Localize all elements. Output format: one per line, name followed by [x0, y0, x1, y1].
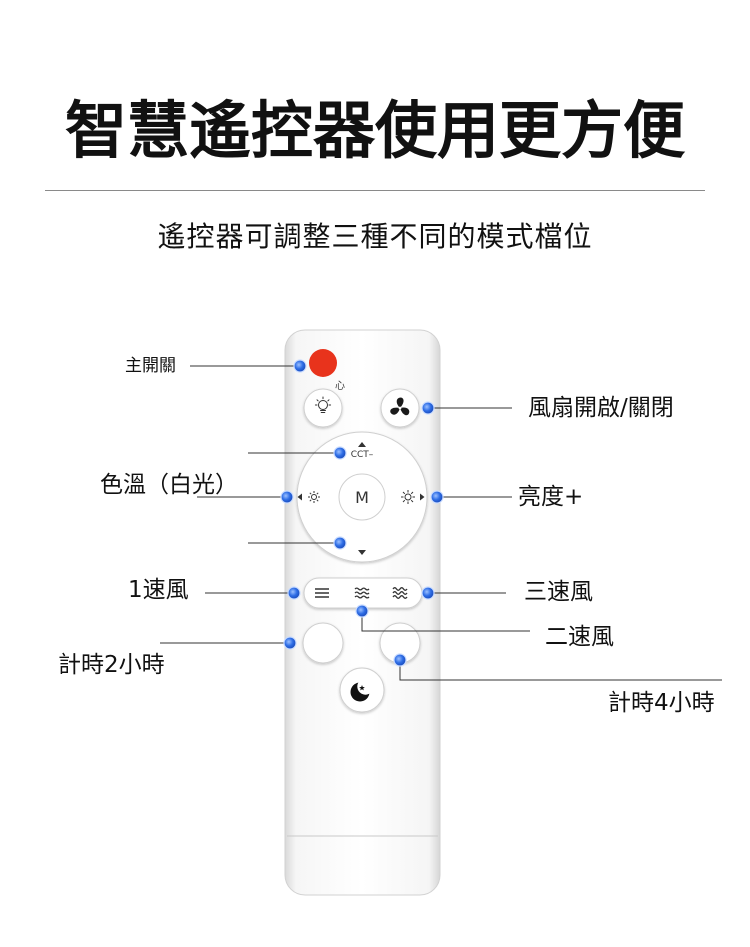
callout-label-speed-3: 三速風	[524, 579, 593, 605]
timer-2h-button	[302, 622, 344, 664]
callout-line-timer-4h	[399, 660, 722, 681]
mode-button-label: M	[355, 488, 369, 507]
speed-bar	[303, 577, 423, 609]
brightness-up-rays	[401, 490, 415, 504]
speed-low-lines-icon	[315, 588, 329, 598]
sleep-button	[339, 667, 385, 713]
callout-dots	[280, 359, 444, 667]
callout-dot-cct-down	[333, 536, 347, 550]
speed-mid-waves-icon	[354, 587, 370, 599]
light-button-cap	[303, 388, 343, 428]
callout-dot-power	[293, 359, 307, 373]
fan-hub	[398, 406, 402, 410]
callout-dot-speed-2	[355, 604, 369, 618]
page-subtitle: 遙控器可調整三種不同的模式檔位	[157, 220, 593, 253]
callout-label-timer-4h: 計時4小時	[608, 690, 715, 716]
mode-button	[338, 473, 386, 521]
callout-dot-brightness	[430, 490, 444, 504]
fan-button	[380, 388, 420, 428]
callout-label-speed-1: 1速風	[128, 577, 189, 603]
fan-blade	[400, 407, 410, 416]
dpad: M CCT–	[296, 431, 428, 563]
brightness-up-core	[404, 493, 412, 501]
callout-lines	[160, 365, 722, 681]
callout-dot-timer-4h	[393, 653, 407, 667]
page-title: 智慧遙控器使用更方便	[64, 94, 685, 167]
brightness-down-core	[311, 494, 317, 500]
triangle-right-icon	[420, 493, 425, 501]
light-button	[303, 388, 343, 428]
title-divider	[45, 190, 705, 191]
bulb-glass	[318, 400, 328, 410]
power-button	[309, 349, 337, 377]
logo-mark: 心	[335, 380, 345, 392]
light-bulb-icon	[314, 396, 332, 413]
speed-high-waves-icon	[392, 587, 408, 599]
callout-line-speed-2	[361, 612, 530, 632]
callout-dot-color-temp	[280, 490, 294, 504]
callout-label-brightness: 亮度+	[518, 484, 584, 510]
callout-dot-cct-up	[333, 446, 347, 460]
triangle-up-icon	[358, 442, 366, 447]
star-shape	[359, 685, 365, 691]
moon-cutout	[357, 678, 374, 695]
fan-blade	[390, 407, 400, 415]
moon-star-icon	[350, 678, 374, 702]
callout-dot-fan	[421, 401, 435, 415]
fan-blade	[396, 397, 404, 408]
callout-dot-speed-3	[421, 586, 435, 600]
callout-dot-timer-2h	[283, 636, 297, 650]
brightness-down-icon	[308, 491, 320, 503]
callout-label-color-temp: 色溫（白光）	[100, 472, 238, 498]
bulb-base	[320, 410, 326, 413]
brightness-down-rays	[308, 491, 320, 503]
callout-label-fan: 風扇開啟/關閉	[528, 395, 674, 421]
callout-label-power: 主開關	[125, 356, 176, 376]
callout-dot-speed-1	[287, 586, 301, 600]
brightness-up-icon	[401, 490, 415, 504]
cct-label: CCT–	[351, 450, 374, 460]
callout-label-speed-2: 二速風	[545, 624, 614, 650]
fan-icon	[390, 397, 410, 416]
bulb-rays	[314, 396, 332, 406]
callout-label-timer-2h: 計時2小時	[58, 652, 165, 678]
triangle-left-icon	[297, 493, 302, 501]
triangle-down-icon	[358, 550, 366, 555]
